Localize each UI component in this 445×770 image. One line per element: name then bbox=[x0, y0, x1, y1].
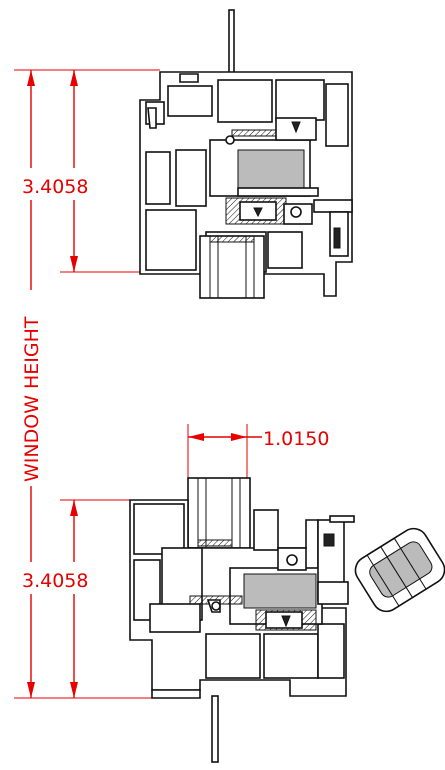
window-height-label-gap bbox=[18, 290, 44, 486]
glass-offset-label: 1.0150 bbox=[263, 428, 329, 450]
head-section-profile bbox=[139, 9, 353, 299]
operator-handle bbox=[354, 527, 445, 613]
sill-height-label: 3.4058 bbox=[22, 570, 88, 592]
glass-offset-arrow-right bbox=[231, 433, 247, 441]
sill-arrow-bottom bbox=[70, 682, 78, 698]
window-height-arrow-top bbox=[27, 70, 35, 86]
head-arrow-top bbox=[70, 70, 78, 86]
sill-section-profile bbox=[129, 477, 445, 763]
glass-offset-arrow-left bbox=[188, 433, 204, 441]
sill-label-gap bbox=[18, 562, 118, 594]
window-height-label: WINDOW HEIGHT bbox=[21, 316, 43, 482]
window-height-arrow-bottom bbox=[27, 682, 35, 698]
head-label-gap bbox=[18, 168, 118, 200]
head-arrow-bottom bbox=[70, 256, 78, 272]
sill-arrow-top bbox=[70, 500, 78, 516]
head-height-label: 3.4058 bbox=[22, 176, 88, 198]
